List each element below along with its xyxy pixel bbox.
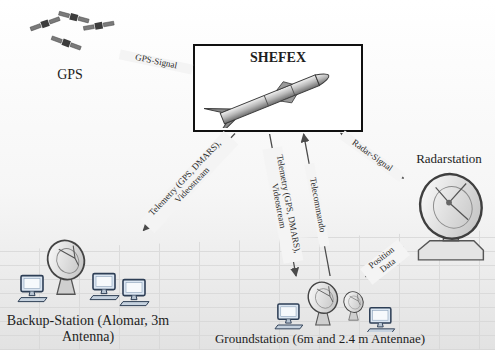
drawing-part (220, 75, 319, 124)
drawing-part (49, 17, 60, 24)
node-text-group: Radarstation (416, 152, 482, 166)
drawing-part (94, 22, 103, 30)
drawing-part (24, 279, 40, 289)
drawing-part (18, 276, 47, 302)
drawing-part (274, 79, 298, 107)
drawing-part (350, 294, 361, 305)
node-illustration (199, 65, 357, 128)
node-text-group: Backup-Station (Alomar, 3m Antenna) (4, 313, 172, 344)
floor (0, 230, 495, 350)
drawing-part (411, 166, 491, 247)
drawing-part (340, 288, 366, 320)
node-label: SHEFEX (250, 50, 306, 65)
drawing-part (303, 280, 342, 318)
drawing-part (275, 325, 303, 329)
radar-dish (407, 166, 491, 270)
drawing-part (59, 246, 79, 266)
drawing-part (281, 307, 296, 317)
drawing-part (204, 65, 335, 128)
drawing-part (96, 277, 112, 287)
drawing-part (428, 181, 478, 234)
drawing-part (40, 19, 49, 28)
drawing-part (446, 200, 452, 206)
node-label: GPS (57, 67, 83, 82)
signal-label: Telecommando (304, 163, 329, 247)
node-label: Backup-Station (Alomar, 3m Antenna) (4, 313, 172, 344)
signal-label: Telemetry (GPS, DMARS), Videostream (262, 146, 303, 264)
drawing-part (58, 10, 89, 24)
groundstation-drawing (207, 280, 433, 332)
drawing-part (286, 319, 292, 323)
backup-station-drawing (4, 234, 172, 313)
drawing-part (90, 274, 119, 300)
drawing-part (59, 11, 70, 17)
drawing-part (41, 234, 90, 294)
node-illustration (407, 166, 491, 270)
drawing-part (53, 245, 83, 277)
node-illustration (24, 6, 116, 67)
node-label: Radarstation (416, 152, 482, 166)
drawing-part (367, 308, 395, 332)
drawing-part (21, 276, 43, 292)
drawing-part (30, 24, 41, 31)
node-text-group: GPS (57, 67, 83, 82)
drawing-part (418, 241, 483, 260)
drawing-part (69, 13, 78, 21)
drawing-part (83, 20, 114, 32)
drawing-part (18, 298, 47, 302)
drawing-part (51, 36, 62, 43)
drawing-part (93, 274, 115, 290)
drawing-part (373, 311, 388, 321)
node-text-group: Groundstation (6m and 2.4 m Antennae) (215, 332, 425, 346)
drawing-part (315, 71, 331, 86)
drawing-part (303, 280, 342, 325)
drawing-part (123, 280, 145, 296)
signal-label: GPS-Signal (118, 50, 192, 75)
signal-arrow (304, 134, 331, 276)
node-label: Groundstation (6m and 2.4 m Antennae) (215, 332, 425, 346)
drawing-part (436, 184, 468, 220)
drawing-part (51, 35, 82, 52)
signal-label: Telemetry (GPS, DMARS), Videostream (140, 131, 238, 233)
drawing-part (312, 286, 336, 312)
drawing-part (275, 304, 303, 329)
drawing-part (370, 308, 391, 323)
signal-label: Radar-Signal (339, 130, 405, 181)
satellite-icons (24, 6, 116, 67)
drawing-part (30, 15, 61, 32)
drawing-part (120, 280, 149, 306)
drawing-part (29, 292, 35, 296)
drawing-part (83, 25, 94, 31)
rocket-drawing (199, 65, 357, 128)
drawing-part (101, 290, 107, 294)
ground-station: Groundstation (6m and 2.4 m Antennae) (205, 278, 435, 348)
drawing-part (126, 283, 142, 293)
gps-satellites: GPS (22, 4, 118, 84)
drawing-part (41, 234, 90, 285)
node-illustration (207, 280, 433, 332)
drawing-part (61, 39, 70, 48)
drawing-part (340, 288, 366, 315)
signal-label: Position Data (360, 239, 410, 284)
drawing-part (317, 286, 333, 302)
radar-station: Radarstation (405, 150, 493, 272)
drawing-part (346, 294, 362, 311)
drawing-part (278, 304, 299, 319)
drawing-part (131, 296, 137, 300)
drawing-part (103, 21, 114, 27)
node-text-group: SHEFEX (250, 50, 306, 65)
vehicle-box: SHEFEX (193, 44, 363, 132)
drawing-part (90, 296, 119, 300)
drawing-part (78, 17, 89, 23)
drawing-part (70, 43, 81, 50)
drawing-part (377, 323, 383, 327)
drawing-part (120, 302, 149, 306)
node-illustration (4, 234, 172, 313)
backup-station: Backup-Station (Alomar, 3m Antenna) (2, 232, 174, 346)
